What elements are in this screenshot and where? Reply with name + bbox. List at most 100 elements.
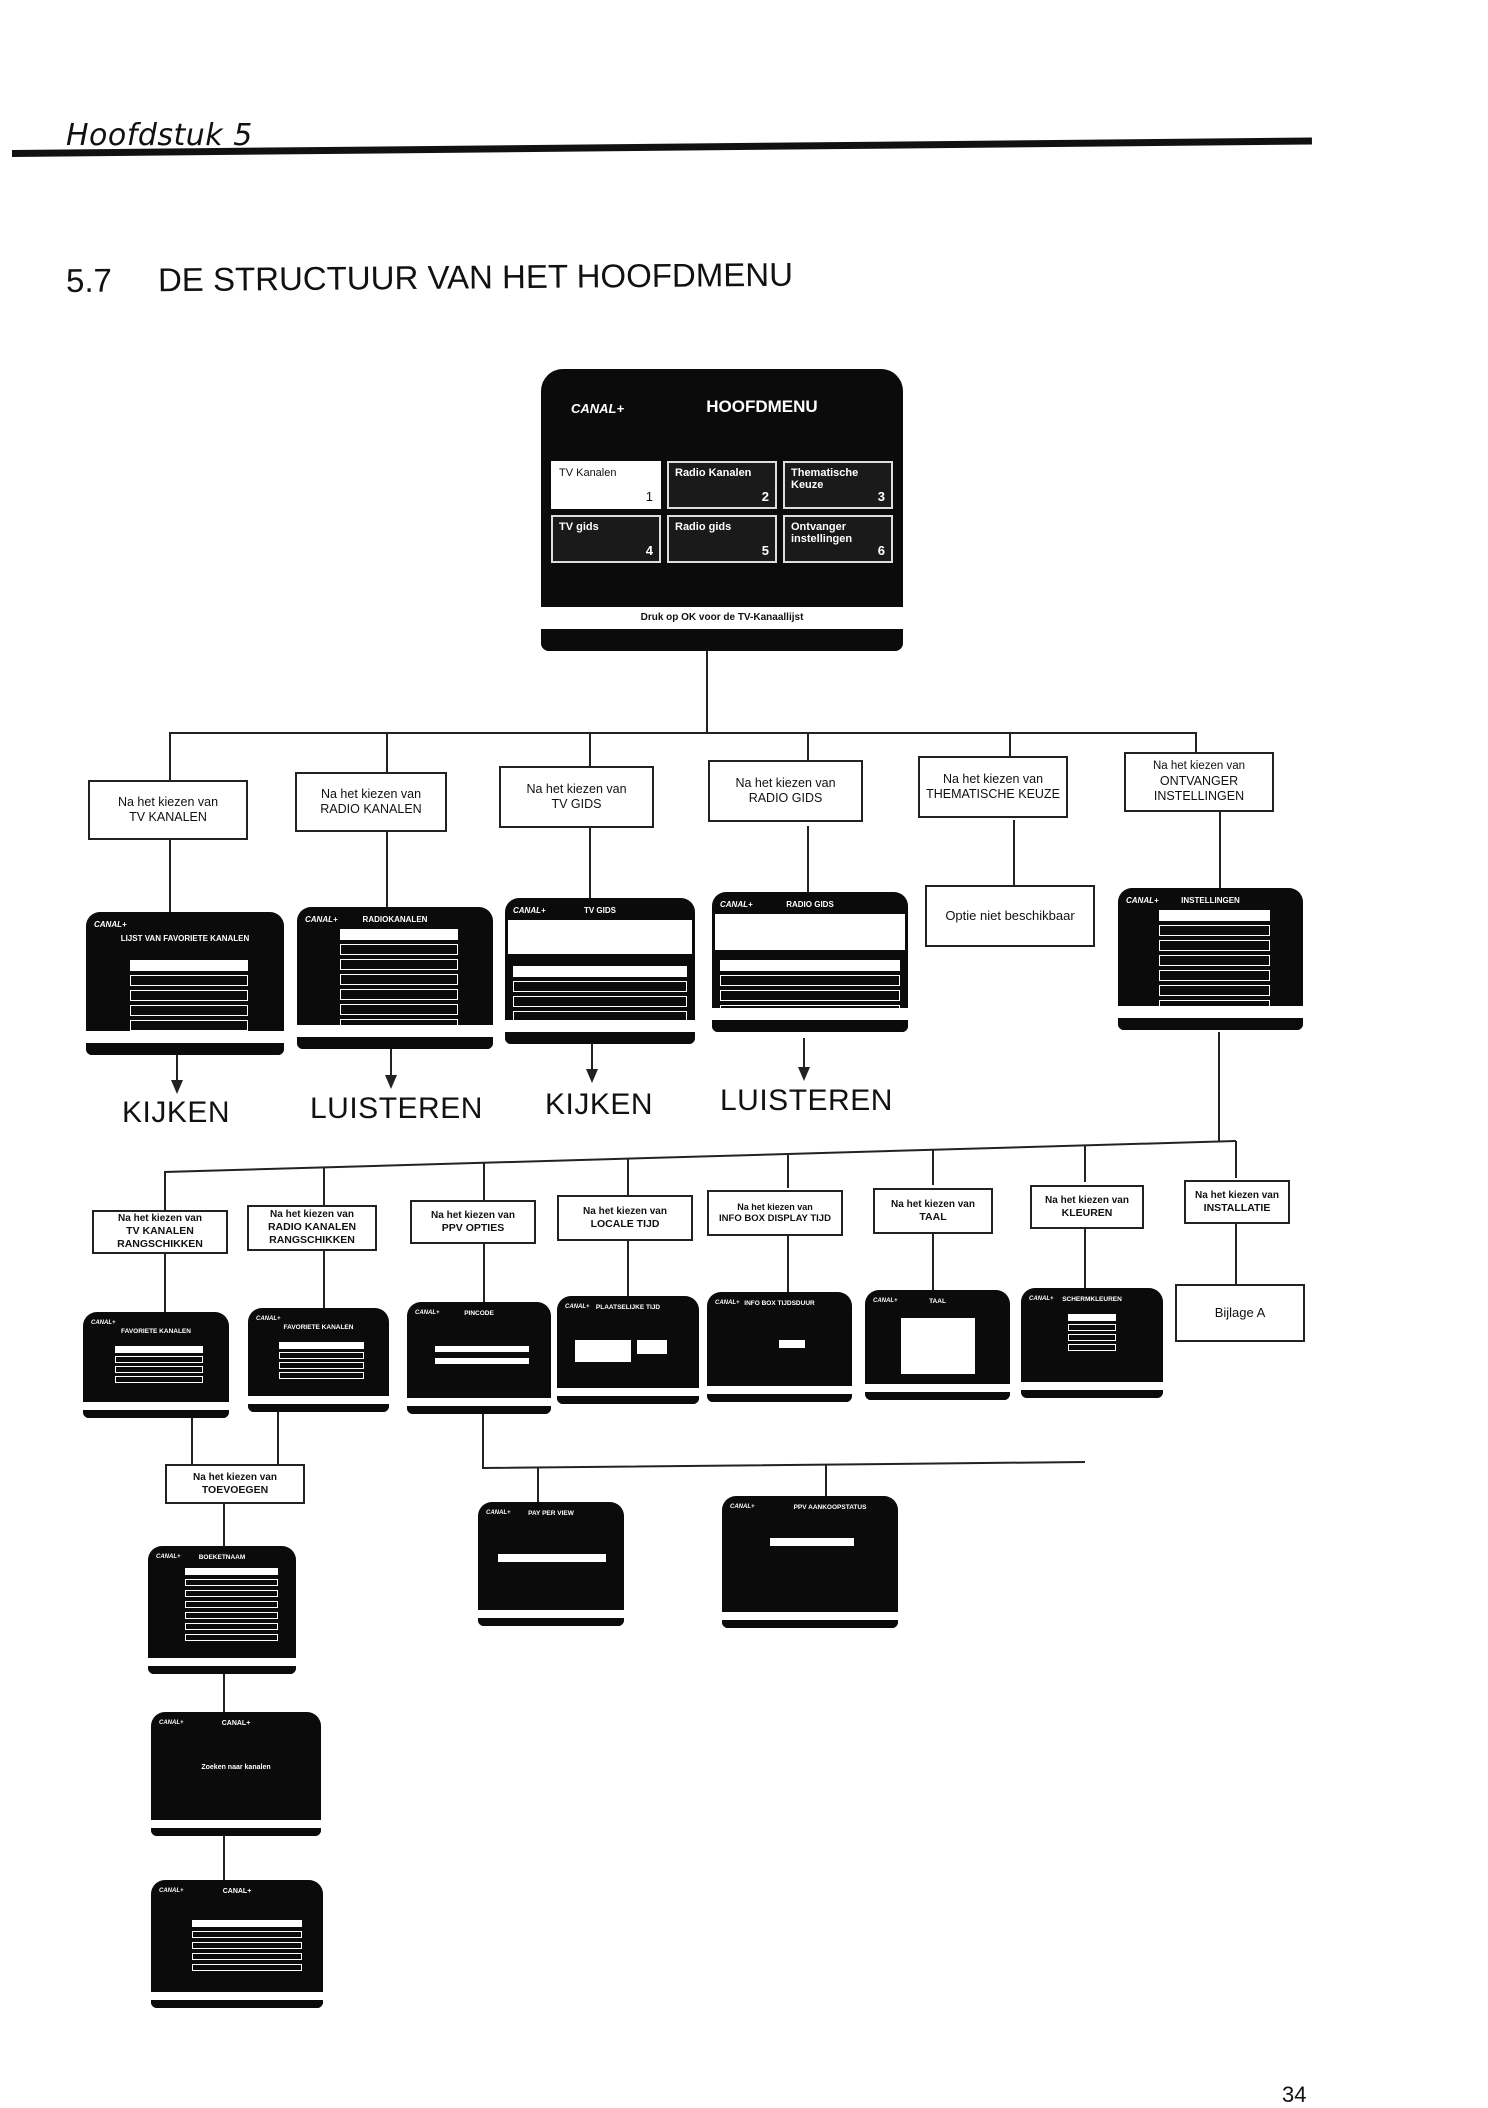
screen-title: FAVORIETE KANALEN xyxy=(121,1328,191,1335)
brand-logo: CANAL+ xyxy=(720,900,753,909)
channel-list xyxy=(340,929,458,1034)
brand-logo: CANAL+ xyxy=(873,1298,898,1304)
status-field xyxy=(770,1538,854,1546)
screen-favoriete-kanalen-radio: CANAL+ FAVORIETE KANALEN xyxy=(248,1308,389,1412)
screen-title: FAVORIETE KANALEN xyxy=(283,1324,354,1331)
choice-prefix: Na het kiezen van xyxy=(320,787,422,801)
menu-item-number: 2 xyxy=(761,489,769,504)
menu-item-label: Radio gids xyxy=(675,521,732,533)
screen-base xyxy=(1021,1390,1163,1398)
arrow-down-icon xyxy=(798,1067,810,1081)
arrow-down-icon xyxy=(586,1069,598,1083)
screen-taal: CANAL+ TAAL xyxy=(865,1290,1010,1400)
screen-footer xyxy=(86,1031,284,1043)
screen-footer xyxy=(248,1396,389,1404)
brand-logo: CANAL+ xyxy=(1126,896,1159,905)
screen-base xyxy=(722,1620,898,1628)
choice-prefix: Na het kiezen van xyxy=(117,795,219,809)
brand-logo: CANAL+ xyxy=(565,1304,590,1310)
screen-base xyxy=(541,629,903,651)
menu-item-number: 6 xyxy=(877,543,885,558)
screen-base xyxy=(478,1618,624,1626)
screen-footer xyxy=(478,1610,624,1618)
screen-radio-gids: CANAL+ RADIO GIDS xyxy=(712,892,908,1032)
screen-schermkleuren: CANAL+ SCHERMKLEUREN xyxy=(1021,1288,1163,1398)
choice-label: PPV OPTIES xyxy=(441,1221,505,1234)
screen-base xyxy=(557,1396,699,1404)
screen-message: Zoeken naar kanalen xyxy=(201,1764,271,1771)
brand-logo: CANAL+ xyxy=(159,1720,184,1726)
language-panel xyxy=(901,1318,975,1374)
section-title: DE STRUCTUUR VAN HET HOOFDMENU xyxy=(157,255,794,299)
bouquet-list xyxy=(185,1568,279,1645)
screen-footer xyxy=(151,1992,323,2000)
brand-logo: CANAL+ xyxy=(415,1310,440,1316)
screen-base xyxy=(1118,1018,1303,1030)
main-menu-footer: Druk op OK voor de TV-Kanaallijst xyxy=(541,607,903,629)
screen-title: PINCODE xyxy=(464,1310,494,1317)
screen-title: RADIO GIDS xyxy=(786,900,834,909)
screen-footer xyxy=(407,1398,551,1406)
screen-footer xyxy=(151,1820,321,1828)
choice-prefix: Na het kiezen van xyxy=(193,1471,277,1483)
menu-item-label: TV Kanalen xyxy=(559,467,617,479)
screen-info-box-tijdsduur: CANAL+ INFO BOX TIJDSDUUR xyxy=(707,1292,852,1402)
screen-zoek-resultaat: CANAL+ CANAL+ xyxy=(151,1880,323,2008)
choice-label: LOCALE TIJD xyxy=(590,1217,660,1230)
main-menu-title: HOOFDMENU xyxy=(706,397,818,416)
arrow-down-icon xyxy=(385,1075,397,1089)
brand-logo: CANAL+ xyxy=(486,1510,511,1516)
choice-prefix: Na het kiezen van xyxy=(942,772,1044,786)
brand-logo: CANAL+ xyxy=(730,1504,755,1510)
brand-logo: CANAL+ xyxy=(513,906,546,915)
screen-footer xyxy=(557,1388,699,1396)
brand-logo: CANAL+ xyxy=(256,1316,281,1322)
screen-base xyxy=(407,1406,551,1414)
choice-prefix: Na het kiezen van xyxy=(1152,760,1246,773)
program-info-panel xyxy=(508,920,692,954)
choice-label: RANGSCHIKKEN xyxy=(117,1238,203,1250)
screen-zoeken-kanalen: CANAL+ CANAL+ Zoeken naar kanalen xyxy=(151,1712,321,1836)
screen-boeketnaam: CANAL+ BOEKETNAAM xyxy=(148,1546,296,1674)
screen-base xyxy=(297,1037,493,1049)
channel-list xyxy=(279,1342,364,1382)
result-kijken: KIJKEN xyxy=(122,1096,231,1129)
time-panel xyxy=(575,1340,631,1362)
screen-title: PLAATSELIJKE TIJD xyxy=(595,1304,661,1311)
screen-title: BOEKETNAAM xyxy=(198,1554,246,1561)
screen-base xyxy=(148,1666,296,1674)
menu-item-label: Thematische Keuze xyxy=(791,467,859,491)
screen-title: INSTELLINGEN xyxy=(1181,896,1240,905)
menu-item-number: 3 xyxy=(877,489,885,504)
screen-title: CANAL+ xyxy=(221,1720,251,1727)
choice-prefix: Na het kiezen van xyxy=(431,1209,515,1221)
screen-base xyxy=(248,1404,389,1412)
choice-prefix: Na het kiezen van xyxy=(1195,1189,1279,1201)
choice-label: TAAL xyxy=(919,1210,947,1223)
menu-item-thematische-keuze[interactable]: Thematische Keuze 3 xyxy=(783,461,893,509)
choice-label: TV KANALEN xyxy=(129,810,207,824)
screen-base xyxy=(86,1043,284,1055)
duration-value xyxy=(779,1340,805,1348)
screen-base xyxy=(151,2000,323,2008)
screen-footer xyxy=(1021,1382,1163,1390)
choice-label: RADIO KANALEN xyxy=(267,1221,357,1234)
screen-base xyxy=(505,1032,695,1044)
choice-label: TV KANALEN xyxy=(126,1225,194,1238)
screen-title: SCHERMKLEUREN xyxy=(1062,1296,1122,1303)
